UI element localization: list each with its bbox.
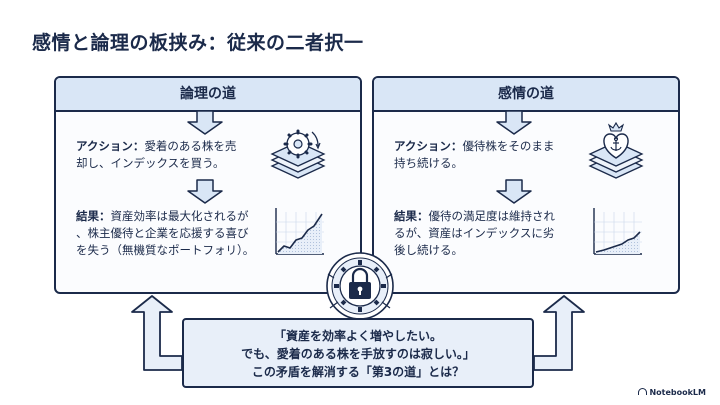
question-line3: この矛盾を解消する「第3の道」とは？ bbox=[251, 365, 465, 379]
logic-result-label: 結果： bbox=[76, 209, 111, 223]
logic-result-line2: 、株主優待と企業を応援する喜び bbox=[76, 226, 249, 240]
logic-action-label: アクション： bbox=[76, 139, 145, 153]
notebook-logo-icon bbox=[638, 388, 648, 395]
logic-result-line1: 結果：資産効率は最大化されるが bbox=[76, 208, 249, 225]
gear-layers-icon bbox=[270, 129, 326, 179]
question-line2: でも、愛着のある株を手放すのは寂しい。」 bbox=[241, 347, 475, 361]
logic-arrow-top-icon bbox=[187, 110, 223, 135]
emotion-action-text1: 優待株をそのまま bbox=[462, 139, 555, 153]
flat-chart-icon bbox=[593, 208, 642, 255]
emotion-result-line3: 後し続ける。 bbox=[394, 243, 463, 257]
emotion-path-panel: 感情の道 アクション：優待株をそのまま 持ち続ける。 結果：優待の満足度は維持さ… bbox=[372, 76, 680, 294]
emotion-action-label: アクション： bbox=[394, 139, 463, 153]
emotion-arrow-top-icon bbox=[496, 110, 532, 135]
brand-text: NotebookLM bbox=[649, 388, 706, 397]
logic-result-text1: 資産効率は最大化されるが bbox=[110, 209, 249, 223]
right-elbow-arrow bbox=[533, 295, 585, 371]
emotion-arrow-mid-icon bbox=[496, 179, 532, 204]
question-box: 「資産を効率よく増やしたい。 でも、愛着のある株を手放すのは寂しい。」 この矛盾… bbox=[182, 318, 534, 388]
heart-crown-layers-icon bbox=[588, 121, 644, 179]
emotion-action-line2: 持ち続ける。 bbox=[394, 156, 463, 170]
logic-result-line3: を失う（無機質なポートフォリ）。 bbox=[76, 243, 255, 257]
page-title: 感情と論理の板挟み：従来の二者択一 bbox=[32, 32, 364, 54]
locked-gear-icon bbox=[326, 252, 394, 320]
question-line1: 「資産を効率よく増やしたい。 bbox=[273, 329, 442, 343]
logic-arrow-mid-icon bbox=[187, 179, 223, 204]
emotion-result-line1: 結果：優待の満足度は維持され bbox=[394, 208, 555, 225]
logic-action-line2: 却し、インデックスを買う。 bbox=[76, 156, 225, 170]
rising-chart-icon bbox=[275, 208, 324, 255]
left-elbow-arrow bbox=[131, 295, 183, 371]
logic-action-text1: 愛着のある株を売 bbox=[144, 139, 237, 153]
brand-label: NotebookLM bbox=[638, 388, 706, 397]
emotion-result-label: 結果： bbox=[394, 209, 429, 223]
emotion-result-text1: 優待の満足度は維持され bbox=[428, 209, 556, 223]
emotion-path-heading: 感情の道 bbox=[374, 78, 678, 112]
emotion-result-line2: るが、資産はインデックスに劣 bbox=[394, 226, 555, 240]
logic-action-line1: アクション：愛着のある株を売 bbox=[76, 138, 236, 155]
emotion-action-line1: アクション：優待株をそのまま bbox=[394, 138, 554, 155]
